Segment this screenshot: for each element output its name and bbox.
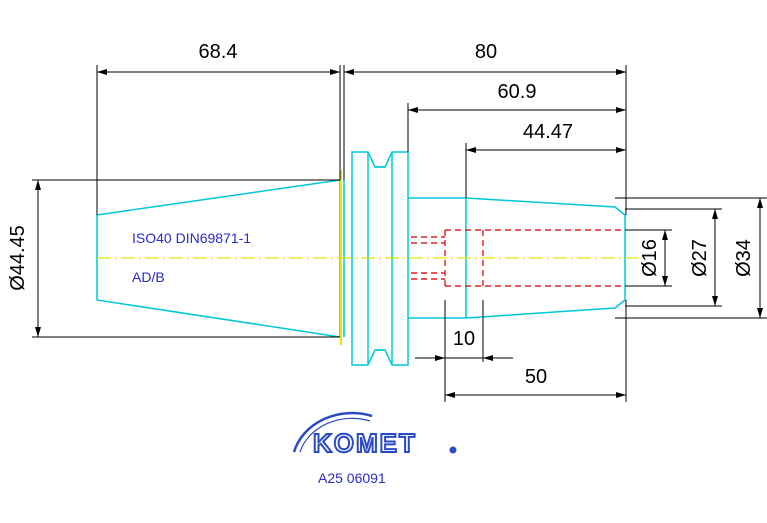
komet-logo: KOMET (292, 411, 457, 459)
note-form: AD/B (132, 269, 165, 285)
dim-overall-length: 80 (475, 41, 497, 63)
logo-dot (449, 446, 457, 454)
dimension-lines (32, 65, 767, 402)
dim-clamp-length: 50 (525, 366, 547, 388)
article-code: A25 06091 (318, 470, 386, 486)
logo-arc (292, 411, 373, 453)
dim-shank-diameter: Ø34 (733, 239, 755, 277)
dim-bore-depth: 44.47 (523, 121, 573, 143)
note-standard: ISO40 DIN69871-1 (132, 230, 251, 246)
dim-taper-diameter: Ø44.45 (7, 225, 29, 291)
dim-stop-length: 10 (453, 328, 475, 350)
dim-collar-diameter: Ø27 (689, 239, 711, 277)
dim-taper-length: 68.4 (199, 41, 238, 63)
logo-brand: KOMET (313, 428, 417, 458)
hidden-bore (411, 229, 625, 287)
dim-flange-to-end: 60.9 (498, 81, 537, 103)
dim-bore-diameter: Ø16 (639, 239, 661, 277)
